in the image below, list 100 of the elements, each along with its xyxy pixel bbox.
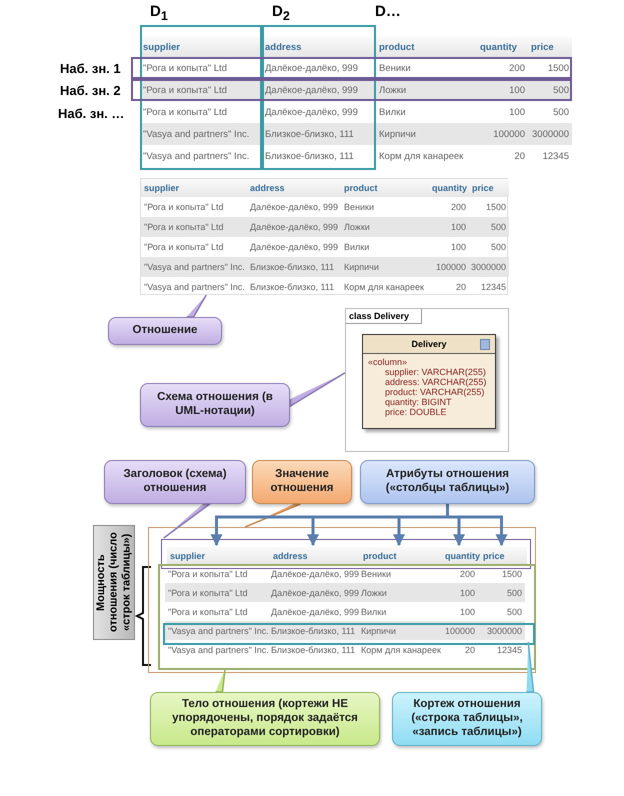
table-value: 500 bbox=[506, 586, 523, 600]
outline-frame bbox=[163, 623, 535, 645]
callout-bubble bbox=[104, 460, 246, 504]
column-header: supplier bbox=[167, 547, 270, 565]
table-value: 100000 bbox=[444, 624, 476, 638]
table-value: Далёкое-далёко, 999 bbox=[249, 221, 339, 234]
table-value: Корм для канареек bbox=[360, 644, 440, 657]
table-value: 12345 bbox=[542, 150, 570, 164]
column-header: address bbox=[264, 40, 302, 54]
table-value: "Рога и копыта" Ltd bbox=[143, 221, 225, 234]
table-value: Далёкое-далёко, 999 bbox=[270, 586, 358, 600]
callout-text: Значение отношения bbox=[269, 468, 335, 496]
table-value: 100 bbox=[458, 606, 476, 618]
table-value: 1500 bbox=[500, 568, 523, 580]
table-value: Ложки bbox=[378, 84, 408, 98]
callout-pointer bbox=[526, 641, 534, 693]
table-value: 200 bbox=[450, 201, 467, 214]
table-value: Кирпичи bbox=[360, 624, 397, 638]
table-value: 20 bbox=[464, 644, 476, 656]
column-header: address bbox=[270, 547, 360, 565]
table-value: "Vasya and partners" Inc. bbox=[142, 150, 250, 164]
callout-pointer bbox=[289, 372, 346, 408]
table-value: "Рога и копыта" Ltd bbox=[142, 62, 228, 76]
callout-text: Тело отношения (кортежи НЕ упорядочены, порядок задаётся операторами сортировки) bbox=[171, 698, 359, 740]
table-value: "Vasya and partners" Inc. bbox=[143, 281, 246, 294]
table-value: Близкое-близко, 111 bbox=[264, 150, 355, 164]
table-value: 100000 bbox=[492, 128, 526, 142]
column-header: supplier bbox=[142, 40, 181, 54]
column-label: D$_{1}$ bbox=[150, 3, 168, 23]
table-value: Далёкое-далёко, 999 bbox=[249, 201, 339, 214]
table-value: 20 bbox=[513, 150, 526, 164]
table-value: Близкое-близко, 111 bbox=[264, 128, 355, 142]
table-value: Корм для канареек bbox=[378, 150, 464, 164]
table-value: "Vasya and partners" Inc. bbox=[167, 624, 268, 638]
table-value: Далёкое-далёко, 999 bbox=[264, 62, 359, 76]
table-value: 500 bbox=[490, 221, 507, 234]
column-label: D… bbox=[375, 3, 401, 20]
table-value: Вилки bbox=[343, 241, 370, 254]
column-header: quantity bbox=[442, 547, 480, 565]
vertical-label: Мощность отношения (число «строк таблицы») bbox=[95, 532, 133, 634]
table-value: 3000000 bbox=[531, 128, 570, 142]
attribute: product: VARCHAR(255) bbox=[384, 387, 486, 397]
table-value: Далёкое-далёко, 999 bbox=[249, 241, 339, 254]
class-box bbox=[362, 334, 496, 429]
callout-bubble bbox=[140, 383, 290, 427]
table-value: "Рога и копыта" Ltd bbox=[143, 201, 225, 214]
table-value: 500 bbox=[552, 84, 570, 98]
table-value: "Рога и копыта" Ltd bbox=[167, 586, 249, 600]
table-value: 200 bbox=[508, 62, 526, 76]
row-label: Наб. зн. 1 bbox=[60, 61, 121, 76]
table-value: Далёкое-далёко, 999 bbox=[264, 84, 359, 98]
table-value: 20 bbox=[454, 281, 467, 294]
callout-bubble bbox=[108, 317, 222, 345]
attribute: supplier: VARCHAR(255) bbox=[384, 367, 487, 377]
column-header: price bbox=[530, 40, 555, 54]
table-value: 1500 bbox=[546, 62, 570, 76]
outline-frame bbox=[148, 527, 536, 673]
table-value: Близкое-близко, 111 bbox=[249, 261, 336, 274]
column-header: quantity bbox=[431, 182, 468, 195]
column-header: supplier bbox=[143, 182, 180, 195]
table-value: "Vasya and partners" Inc. bbox=[143, 261, 246, 274]
column-header: quantity bbox=[479, 40, 518, 54]
callout-bubble bbox=[252, 460, 352, 504]
table-value: 100000 bbox=[434, 261, 467, 274]
table-value: "Рога и копыта" Ltd bbox=[143, 241, 225, 254]
table-value: Веники bbox=[343, 201, 375, 214]
table-value: Далёкое-далёко, 999 bbox=[270, 568, 358, 581]
attribute: address: VARCHAR(255) bbox=[384, 377, 488, 387]
table-value: Ложки bbox=[343, 221, 371, 234]
table-value: 100 bbox=[508, 106, 526, 120]
callout-bubble bbox=[360, 460, 535, 504]
table-value: 12345 bbox=[480, 281, 507, 294]
attribute: price: DOUBLE bbox=[384, 407, 448, 417]
table-value: Корм для канареек bbox=[343, 281, 425, 294]
row-label: Наб. зн. … bbox=[58, 106, 124, 121]
callout-text: Кортеж отношения («строка таблицы», «запись таблицы») bbox=[410, 698, 524, 740]
table-value: 100 bbox=[450, 241, 467, 254]
outline-frame bbox=[161, 539, 531, 569]
table-value: Вилки bbox=[360, 606, 388, 618]
table-value: "Vasya and partners" Inc. bbox=[142, 128, 250, 142]
column-header: address bbox=[249, 182, 286, 195]
diagram-frame bbox=[345, 308, 509, 452]
column-header: product bbox=[360, 547, 442, 565]
frame-tab: class Delivery bbox=[346, 309, 422, 324]
table-value: "Рога и копыта" Ltd bbox=[167, 606, 249, 618]
table-value: 1500 bbox=[484, 201, 507, 214]
table-value: 200 bbox=[458, 568, 476, 580]
table-value: 3000000 bbox=[470, 261, 507, 274]
class-name: Delivery bbox=[363, 335, 495, 354]
callout-pointer bbox=[214, 668, 226, 693]
callout-pointer bbox=[186, 294, 207, 318]
table-value: 12345 bbox=[496, 644, 523, 656]
callout-bubble bbox=[392, 692, 542, 746]
table-value: 100 bbox=[508, 84, 526, 98]
callout-pointer bbox=[244, 503, 302, 528]
table-value: Близкое-близко, 111 bbox=[270, 624, 356, 638]
table-value: 500 bbox=[506, 606, 523, 618]
table-value: Веники bbox=[360, 568, 392, 580]
column-label: D$_{2}$ bbox=[272, 3, 290, 23]
column-header: product bbox=[343, 182, 378, 195]
